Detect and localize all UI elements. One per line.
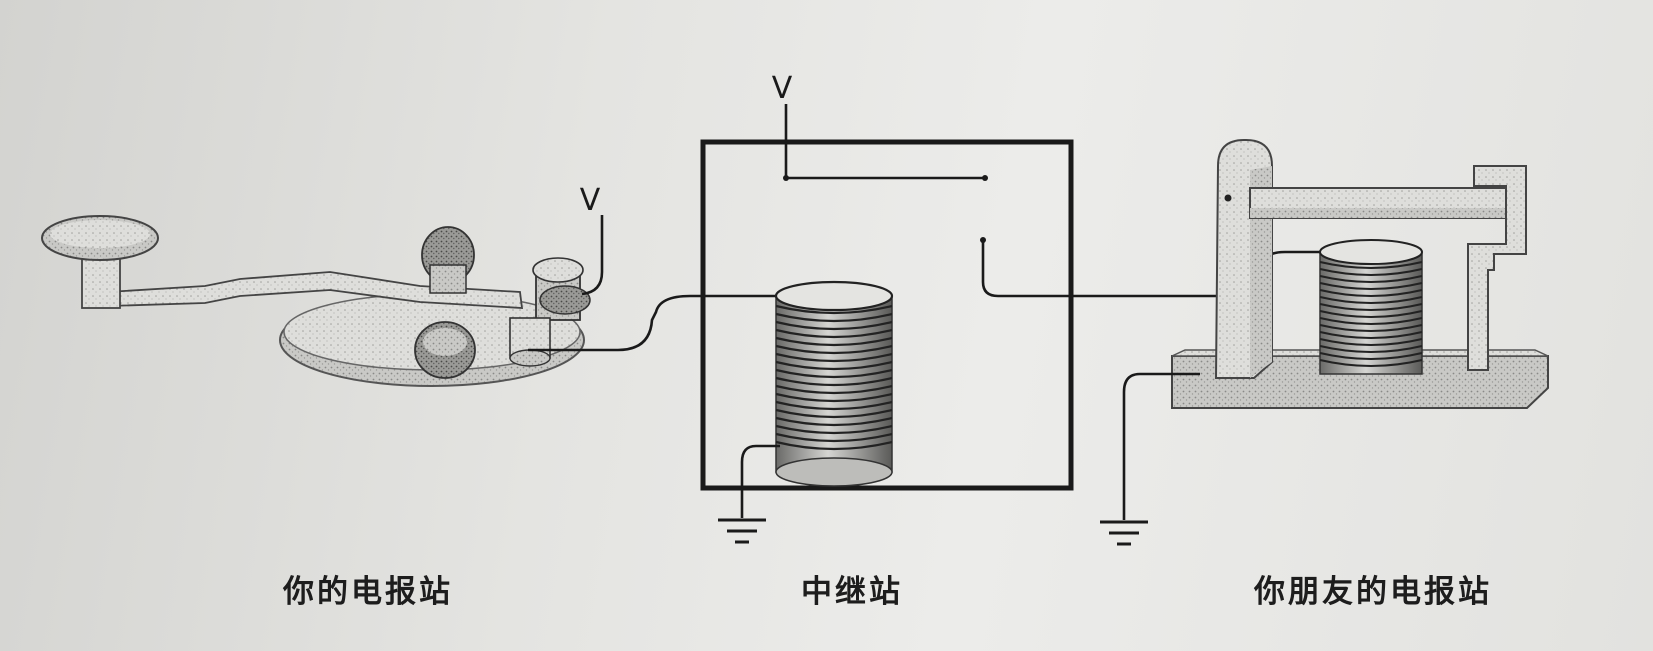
coil-winding (1319, 282, 1423, 290)
coil-winding (775, 312, 893, 323)
coil-winding (775, 424, 893, 435)
coil-winding (775, 392, 893, 403)
coil-winding (1319, 275, 1423, 283)
coil-winding (1319, 338, 1423, 346)
key-voltage-wire (581, 215, 604, 296)
coil-winding (775, 400, 893, 411)
coil-winding (1319, 268, 1423, 276)
wire-key-to-relay (528, 294, 782, 352)
key-voltage-label: V (580, 183, 601, 218)
caption-relay-station: 中继站 (801, 574, 903, 610)
coil-winding (1319, 289, 1423, 297)
coil-winding (775, 384, 893, 395)
sounder (1171, 139, 1549, 409)
coil-winding (775, 352, 893, 363)
relay-ground-icon (718, 518, 766, 544)
key-lever-arm (107, 271, 524, 309)
coil-winding (775, 328, 893, 339)
telegraph-key (41, 215, 591, 387)
coil-winding (775, 432, 893, 443)
sounder-ground-icon (1100, 520, 1148, 546)
coil-winding (1319, 296, 1423, 304)
coil-winding (775, 368, 893, 379)
coil-winding (775, 336, 893, 347)
coil-winding (775, 344, 893, 355)
coil-winding (775, 408, 893, 419)
key-knob-stem (81, 251, 121, 309)
coil-winding (775, 304, 893, 315)
coil-winding (1319, 331, 1423, 339)
coil-winding (1319, 352, 1423, 360)
coil-winding (1319, 261, 1423, 269)
coil-winding (775, 440, 893, 451)
sounder-ground-wire (1122, 372, 1200, 520)
coil-winding (775, 416, 893, 427)
coil-winding (1319, 310, 1423, 318)
coil-winding (775, 360, 893, 371)
coil-winding (1319, 303, 1423, 311)
coil-winding (1319, 345, 1423, 353)
coil-winding (1319, 359, 1423, 367)
coil-winding (775, 376, 893, 387)
relay-box (700, 139, 1074, 491)
caption-friend-station: 你朋友的电报站 (1254, 574, 1492, 610)
relay-coil (774, 280, 894, 487)
relay-voltage-label: V (772, 71, 793, 106)
wire-relay-to-sounder (981, 240, 1330, 298)
coil-winding (775, 320, 893, 331)
caption-your-station: 你的电报站 (283, 574, 453, 610)
relay-ground-wire (740, 444, 780, 518)
coil-winding (1319, 324, 1423, 332)
coil-winding (1319, 317, 1423, 325)
sounder-bracket (1467, 165, 1527, 371)
